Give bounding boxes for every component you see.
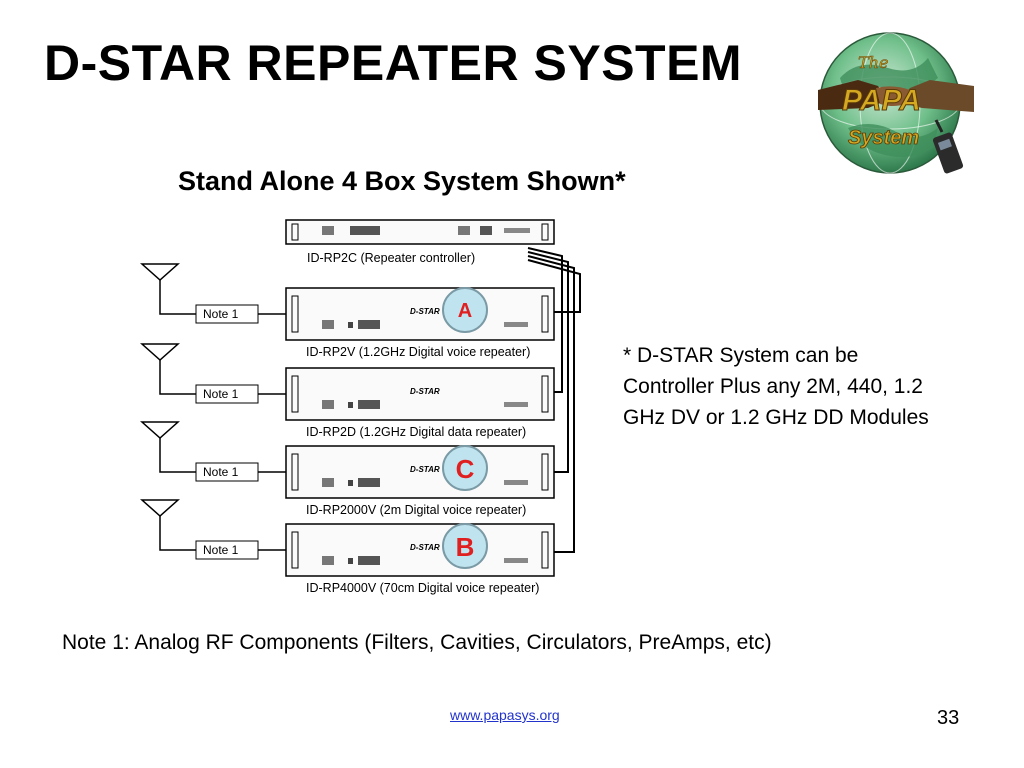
controller-label: ID-RP2C (Repeater controller)	[307, 251, 475, 265]
dstar-brand-text: D-STAR	[410, 465, 440, 474]
note-1-text: Note 1: Analog RF Components (Filters, C…	[62, 631, 772, 654]
slide-subtitle: Stand Alone 4 Box System Shown*	[178, 166, 626, 196]
handshake-icon	[818, 80, 974, 112]
dstar-brand-text: D-STAR	[410, 307, 440, 316]
badge-letter: C	[456, 454, 475, 484]
repeater-label: ID-RP4000V (70cm Digital voice repeater)	[306, 581, 539, 595]
note-box-label: Note 1	[203, 465, 239, 479]
repeater-label: ID-RP2000V (2m Digital voice repeater)	[306, 503, 526, 517]
repeater-unit: D-STAR	[285, 287, 555, 341]
note-box-label: Note 1	[203, 543, 239, 557]
controller-unit	[285, 219, 555, 245]
controller-cables	[527, 247, 581, 553]
repeater-unit: D-STAR	[285, 367, 555, 421]
repeater-label: ID-RP2D (1.2GHz Digital data repeater)	[306, 425, 526, 439]
logo-text-papa: PAPA	[842, 84, 921, 117]
antenna-icon	[140, 343, 196, 395]
logo-text-the: The	[858, 53, 888, 72]
antenna-icon	[140, 421, 196, 473]
page-number: 33	[937, 707, 960, 729]
repeater-row: Note 1 D-STAR ID-RP4000V (70cm Digital voi…	[140, 499, 555, 595]
repeater-system-diagram: ID-RP2C (Repeater controller) Note 1 D-ST…	[140, 219, 581, 595]
footer-website-link[interactable]: www.papasys.org	[450, 707, 560, 723]
antenna-icon	[140, 499, 196, 551]
repeater-row: Note 1 D-STAR ID-RP2V (1.2GHz Digital voic…	[140, 263, 555, 359]
note-box-label: Note 1	[203, 387, 239, 401]
handheld-radio-icon	[932, 119, 964, 174]
repeater-row: Note 1 D-STAR ID-RP2000V (2m Digital voice…	[140, 421, 555, 517]
dstar-brand-text: D-STAR	[410, 543, 440, 552]
repeater-badge: A	[442, 287, 488, 333]
repeater-unit: D-STAR	[285, 445, 555, 499]
papa-system-logo: The PAPA System	[818, 32, 974, 174]
badge-letter: A	[458, 300, 472, 322]
repeater-badge: C	[442, 445, 488, 491]
repeater-row: Note 1 D-STAR ID-RP2D (1.2GHz Digital data…	[140, 343, 555, 439]
dstar-brand-text: D-STAR	[410, 387, 440, 396]
antenna-icon	[140, 263, 196, 315]
repeater-badge: B	[442, 523, 488, 569]
logo-text-system: System	[848, 127, 919, 149]
repeater-label: ID-RP2V (1.2GHz Digital voice repeater)	[306, 345, 530, 359]
note-box-label: Note 1	[203, 307, 239, 321]
repeater-unit: D-STAR	[285, 523, 555, 577]
module-note: * D-STAR System can be Controller Plus a…	[623, 344, 929, 429]
badge-letter: B	[456, 532, 475, 562]
slide-title: D-STAR REPEATER SYSTEM	[44, 35, 743, 91]
